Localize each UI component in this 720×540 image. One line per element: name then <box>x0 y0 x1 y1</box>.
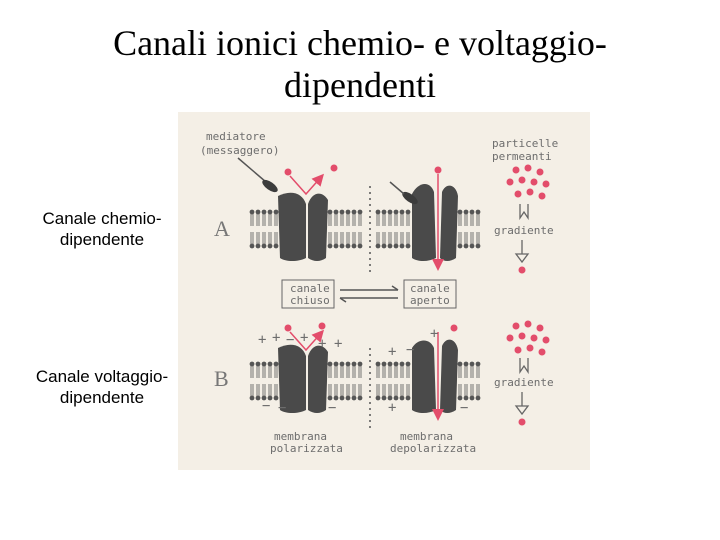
lipid-bilayer <box>375 209 411 249</box>
diagram-svg: mediatore (messaggero) particelle permea… <box>178 112 590 470</box>
svg-text:+: + <box>318 336 326 352</box>
membrane-right-line-1: membrana <box>400 430 453 443</box>
ion-dot <box>518 418 526 426</box>
equilibrium-arrows <box>340 289 398 299</box>
open-channel-b-protein-right <box>440 339 458 413</box>
figure-background <box>178 112 590 470</box>
mediator-label-line-2: (messaggero) <box>200 144 279 157</box>
particle-cluster-a <box>506 164 550 200</box>
ion-dot <box>434 166 442 174</box>
svg-text:−: − <box>262 398 270 414</box>
membrane-left-line-1: membrana <box>274 430 327 443</box>
open-channel-b-protein-left <box>412 340 436 413</box>
gradient-label-b: gradiente <box>494 376 554 389</box>
svg-text:+: + <box>300 330 308 346</box>
particle-cluster-b <box>506 320 550 356</box>
bound-mediator-icon <box>402 191 418 205</box>
ion-dot <box>450 324 458 332</box>
voltage-label-line-1: Canale voltaggio- <box>35 367 169 386</box>
mediator-arrow-line-2 <box>389 181 405 195</box>
gradient-icon-a <box>519 204 529 221</box>
svg-text:+: + <box>334 336 342 352</box>
svg-text:−: − <box>460 400 468 416</box>
svg-text:+: + <box>388 344 396 360</box>
ion-dot <box>318 322 326 330</box>
gradient-icon-b <box>519 358 529 375</box>
svg-text:−: − <box>278 400 286 416</box>
chemio-label-line-2: dipendente <box>59 230 145 249</box>
open-channel-line-2: aperto <box>410 294 450 307</box>
chemio-channel-label: Canale chemio- dipendente <box>18 208 186 250</box>
gradient-label-a: gradiente <box>494 224 554 237</box>
svg-text:+: + <box>430 326 438 342</box>
lipid-bilayer <box>327 361 363 401</box>
blocked-ion-arrow-a <box>289 173 324 196</box>
svg-text:+: + <box>258 332 266 348</box>
mediator-label-line-1: mediatore <box>206 130 266 143</box>
svg-text:−: − <box>286 332 294 348</box>
equilibrium-arrowheads <box>339 285 399 303</box>
voltage-channel-label: Canale voltaggio- dipendente <box>18 366 186 408</box>
closed-channel-line-2: chiuso <box>290 294 330 307</box>
particles-label-line-2: permeanti <box>492 150 552 163</box>
row-b-letter: B <box>214 366 229 391</box>
lipid-bilayer <box>457 361 481 401</box>
lipid-bilayer <box>457 209 481 249</box>
mediator-molecule-icon <box>262 179 278 193</box>
slide-title-line-2: dipendenti <box>284 65 436 105</box>
closed-channel-a-protein-right <box>308 193 328 261</box>
open-channel-a-protein-left <box>412 183 436 261</box>
lipid-bilayer <box>249 361 279 401</box>
gradient-down-arrow-a <box>514 240 530 264</box>
membrane-left-line-2: polarizzata <box>270 442 343 455</box>
lipid-bilayer <box>327 209 363 249</box>
ion-dot <box>330 164 338 172</box>
open-channel-line-1: canale <box>410 282 450 295</box>
ion-dot <box>284 324 292 332</box>
ion-channel-diagram: mediatore (messaggero) particelle permea… <box>178 112 590 470</box>
closed-channel-box <box>281 279 335 309</box>
open-channel-a-protein-right <box>440 185 458 261</box>
closed-channel-a-protein <box>278 192 306 261</box>
membrane-right-line-2: depolarizzata <box>390 442 476 455</box>
gradient-down-arrow-b <box>514 392 530 416</box>
charge-signs: + + − + + + + − + − − − + − <box>258 326 468 416</box>
blocked-ion-arrow-b <box>289 329 324 352</box>
voltage-label-line-2: dipendente <box>59 388 145 407</box>
closed-channel-line-1: canale <box>290 282 330 295</box>
particles-label-line-1: particelle <box>492 137 558 150</box>
svg-text:−: − <box>406 342 414 358</box>
ion-dot <box>518 266 526 274</box>
chemio-label-line-1: Canale chemio- <box>42 209 162 228</box>
svg-text:−: − <box>328 400 336 416</box>
svg-text:+: + <box>388 400 396 416</box>
ion-dot <box>284 168 292 176</box>
closed-channel-b-protein <box>278 344 306 413</box>
row-a-letter: A <box>214 216 230 241</box>
closed-channel-b-protein-right <box>308 345 328 413</box>
slide-title: Canali ionici chemio- e voltaggio- dipen… <box>40 22 680 106</box>
slide-title-line-1: Canali ionici chemio- e voltaggio- <box>113 23 607 63</box>
mediator-arrow-line <box>237 157 267 183</box>
lipid-bilayer <box>249 209 279 249</box>
svg-text:+: + <box>272 330 280 346</box>
lipid-bilayer <box>375 361 411 401</box>
open-channel-box <box>403 279 457 309</box>
